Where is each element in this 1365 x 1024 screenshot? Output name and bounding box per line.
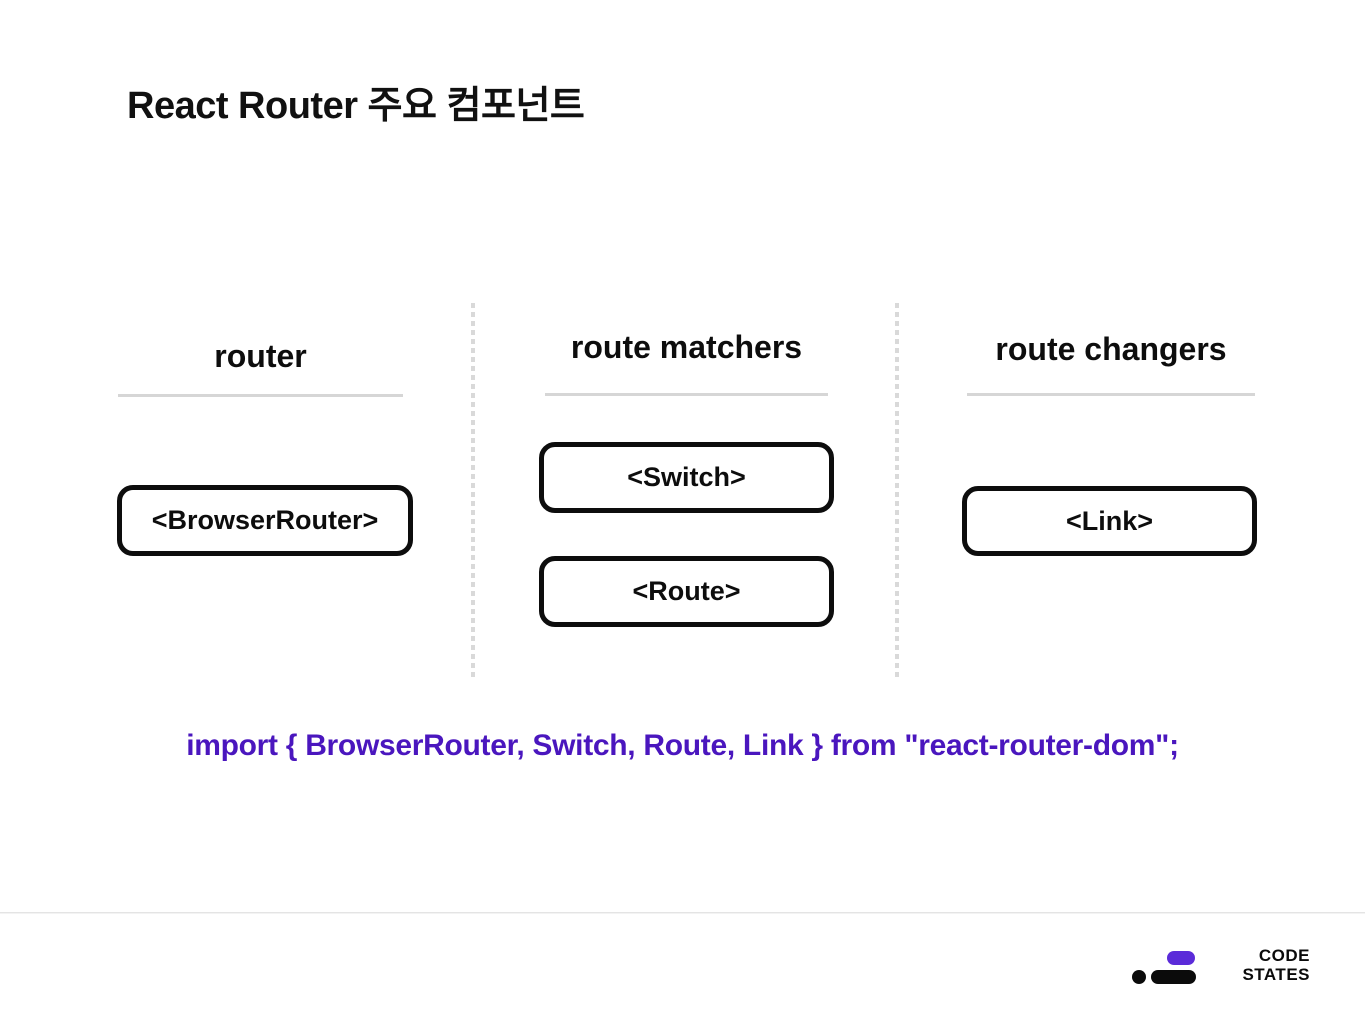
logo-black-dot [1132,970,1146,984]
header-underline-route-changers [967,393,1255,396]
column-header-route-changers: route changers [995,331,1227,367]
header-underline-route-matchers [545,393,828,396]
logo-black-pill [1151,970,1196,984]
column-divider-right [895,303,899,677]
header-underline-router [118,394,403,397]
logo-purple-pill [1167,951,1195,965]
logo-wordmark: CODE STATES [1205,946,1310,984]
column-header-route-matchers: route matchers [570,329,803,365]
browser-router-box: <BrowserRouter> [117,485,413,556]
column-header-router: router [214,338,307,374]
import-statement: import { BrowserRouter, Switch, Route, L… [186,729,1179,762]
route-box: <Route> [539,556,834,627]
page-title: React Router 주요 컴포넌트 [127,85,585,127]
switch-box: <Switch> [539,442,834,513]
logo-text-states: STATES [1242,965,1310,984]
codestates-logo-icon [1132,946,1196,986]
footer-divider [0,912,1365,914]
logo-text-code: CODE [1258,946,1310,965]
codestates-logo: CODE STATES [1132,946,1312,988]
link-box: <Link> [962,486,1257,556]
column-divider-left [471,303,475,677]
